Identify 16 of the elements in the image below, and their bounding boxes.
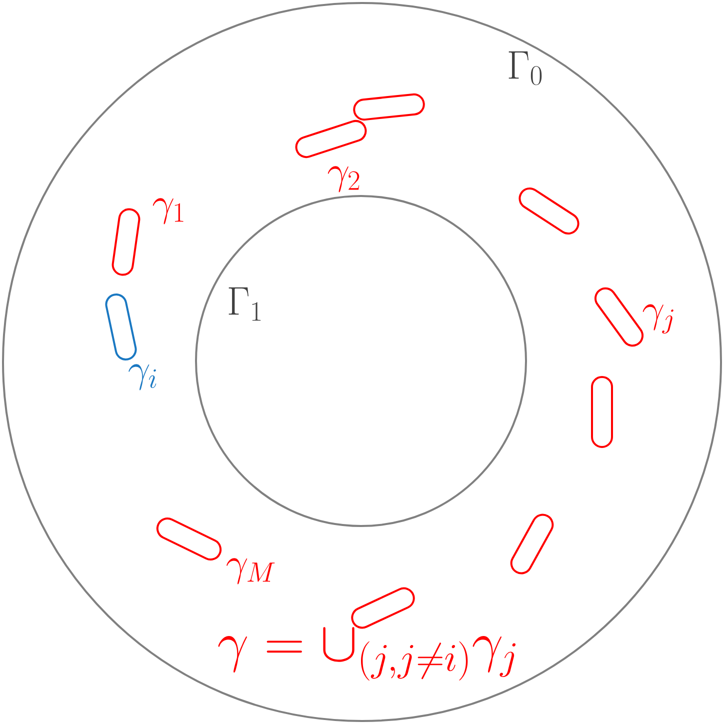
union-formula: $\gamma = \cup_{(j,j\neq i)}\gamma_j$ (218, 627, 516, 681)
closed-curve (295, 120, 367, 158)
closed-curve (156, 518, 222, 561)
closed-curve (594, 287, 644, 347)
curve-label: $\gamma_j$ (642, 304, 674, 334)
curve-label: $\gamma_2$ (328, 166, 360, 192)
closed-curve (112, 208, 140, 276)
closed-curve (591, 376, 613, 448)
closed-curve (518, 187, 580, 235)
closed-curve (351, 587, 415, 629)
closed-curve (105, 294, 137, 360)
curve-label: $\gamma_i$ (128, 364, 156, 390)
curve-label: $\gamma_1$ (152, 198, 184, 224)
closed-curve (353, 93, 425, 121)
closed-curve (510, 514, 554, 574)
curve-label: $\gamma_M$ (226, 558, 275, 584)
